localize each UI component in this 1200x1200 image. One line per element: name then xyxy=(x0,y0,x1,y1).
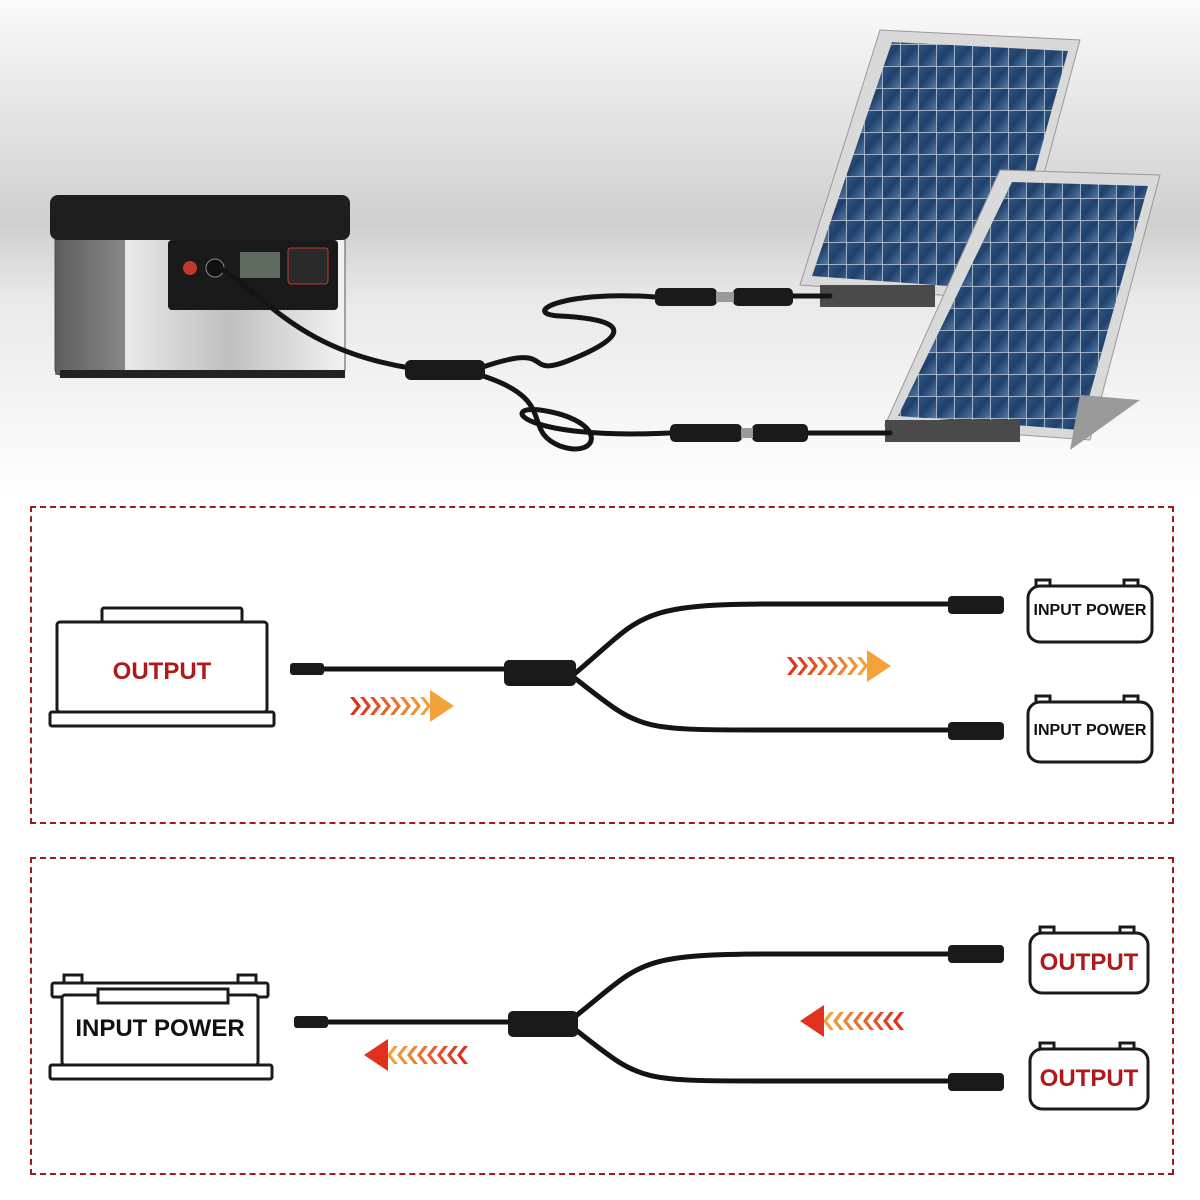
arrow-chevron xyxy=(853,1012,864,1030)
arrow-chevron xyxy=(787,657,798,675)
battery-icon xyxy=(48,973,274,1081)
target-label: INPUT POWER xyxy=(1033,602,1147,619)
arrow-chevron xyxy=(407,1046,418,1064)
arrow-chevron xyxy=(447,1046,458,1064)
flow-arrow-right xyxy=(350,690,454,722)
connector-plug xyxy=(290,596,1004,740)
arrow-chevron xyxy=(387,1046,398,1064)
arrow-chevron xyxy=(437,1046,448,1064)
arrow-chevron xyxy=(370,697,381,715)
arrow-chevron xyxy=(837,657,848,675)
source-label: OUTPUT xyxy=(1039,1065,1139,1092)
arrow-chevron xyxy=(410,697,421,715)
arrow-chevron xyxy=(847,657,858,675)
target-label: INPUT POWER xyxy=(75,1015,245,1042)
panel-1-graphics xyxy=(48,578,1154,764)
arrow-chevron xyxy=(427,1046,438,1064)
y-cable-illustration xyxy=(217,265,893,452)
arrow-chevron xyxy=(390,697,401,715)
arrow-chevron xyxy=(893,1012,904,1030)
arrow-chevron xyxy=(350,697,361,715)
arrow-chevron xyxy=(380,697,391,715)
arrow-head xyxy=(800,1005,824,1037)
y-split-cable xyxy=(322,601,950,733)
battery-icon xyxy=(48,606,276,728)
arrow-chevron xyxy=(857,657,868,675)
arrow-chevron xyxy=(797,657,808,675)
solar-panel-illustration xyxy=(884,169,1161,450)
arrow-chevron xyxy=(397,1046,408,1064)
battery-icon xyxy=(1028,925,1150,995)
power-station-illustration xyxy=(50,195,350,378)
panel-2-graphics xyxy=(48,925,1150,1111)
connector-illustration xyxy=(405,288,808,442)
arrow-chevron xyxy=(827,657,838,675)
diagram-panel-output-to-inputs: OUTPUT INPUT POWER INPUT POWER xyxy=(30,506,1174,824)
arrow-chevron xyxy=(457,1046,468,1064)
arrow-chevron xyxy=(823,1012,834,1030)
source-label: OUTPUT xyxy=(112,658,212,685)
arrow-chevron xyxy=(883,1012,894,1030)
arrow-chevron xyxy=(417,1046,428,1064)
y-split-cable xyxy=(326,951,950,1084)
product-scene xyxy=(0,0,1200,500)
arrow-chevron xyxy=(420,697,431,715)
arrow-chevron xyxy=(873,1012,884,1030)
arrow-chevron xyxy=(360,697,371,715)
battery-icon xyxy=(1026,578,1154,644)
flow-arrow-left xyxy=(800,1005,904,1037)
arrow-head xyxy=(364,1039,388,1071)
flow-arrow-left xyxy=(364,1039,468,1071)
flow-arrow-right xyxy=(787,650,891,682)
arrow-chevron xyxy=(863,1012,874,1030)
arrow-chevron xyxy=(833,1012,844,1030)
arrow-chevron xyxy=(400,697,411,715)
arrow-chevron xyxy=(843,1012,854,1030)
target-label: INPUT POWER xyxy=(1033,722,1147,739)
battery-icon xyxy=(1026,694,1154,764)
source-label: OUTPUT xyxy=(1039,949,1139,976)
arrow-head xyxy=(430,690,454,722)
arrow-chevron xyxy=(817,657,828,675)
diagram-panel-outputs-to-input: INPUT POWER OUTPUT OUTPUT xyxy=(30,857,1174,1175)
battery-icon xyxy=(1028,1041,1150,1111)
arrow-head xyxy=(867,650,891,682)
connector-plug xyxy=(294,945,1004,1091)
arrow-chevron xyxy=(807,657,818,675)
